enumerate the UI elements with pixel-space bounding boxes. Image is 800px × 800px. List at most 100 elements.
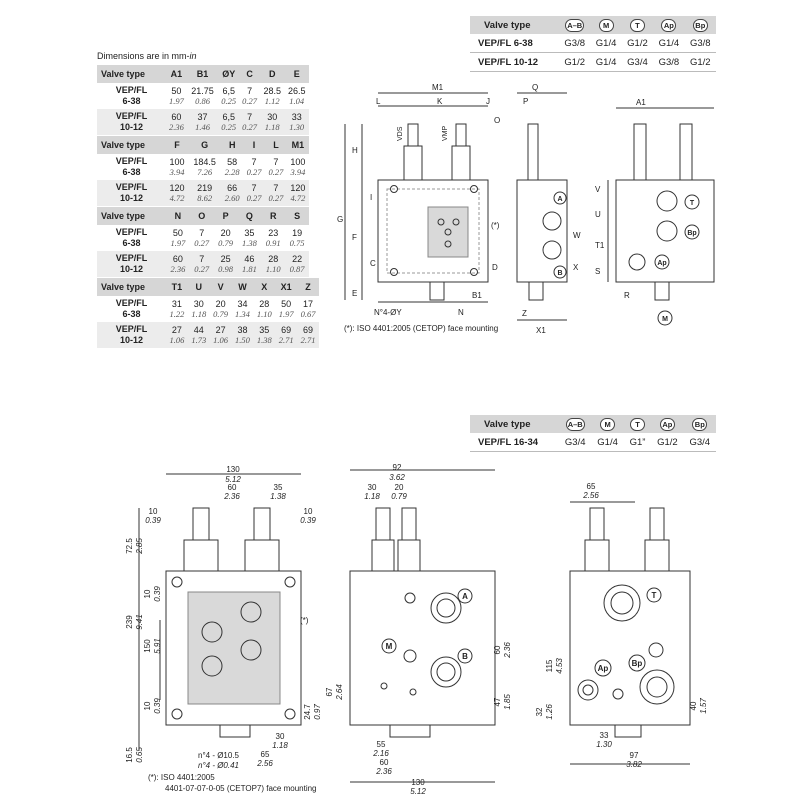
svg-text:0.39: 0.39 — [153, 698, 162, 714]
table-row: VEP/FL 10-12 G1/2 G1/4 G3/4 G3/8 G1/2 — [470, 52, 716, 72]
svg-text:10: 10 — [143, 701, 152, 710]
svg-text:X1: X1 — [536, 326, 546, 335]
svg-text:H: H — [352, 146, 358, 155]
port-table-top: Valve type A–B M T Ap Bp VEP/FL 6-38 G3/… — [470, 16, 716, 72]
svg-text:30: 30 — [368, 483, 377, 492]
port-table-header: Valve type A–B M T Ap Bp — [470, 16, 716, 34]
svg-text:2.36: 2.36 — [375, 767, 392, 776]
svg-text:R: R — [624, 291, 630, 300]
svg-text:W: W — [573, 231, 581, 240]
port-size-cell: G1/4 — [595, 37, 617, 49]
svg-text:B1: B1 — [472, 291, 482, 300]
port-size-cell: G3/8 — [564, 37, 585, 49]
svg-text:0.65: 0.65 — [135, 747, 144, 763]
valve-body-rear-large — [569, 570, 691, 726]
svg-text:A1: A1 — [636, 98, 646, 107]
svg-text:20: 20 — [395, 483, 404, 492]
svg-text:67: 67 — [325, 687, 334, 696]
svg-text:1.38: 1.38 — [270, 492, 286, 501]
svg-text:S: S — [595, 267, 600, 276]
svg-text:55: 55 — [377, 740, 386, 749]
svg-text:1.57: 1.57 — [699, 698, 708, 714]
port-size-cell: G3/8 — [653, 52, 685, 72]
svg-text:0.39: 0.39 — [153, 586, 162, 602]
svg-text:VDS: VDS — [397, 126, 404, 141]
svg-text:J: J — [486, 97, 490, 106]
svg-text:(*): (*) — [491, 221, 500, 230]
svg-text:5.12: 5.12 — [410, 787, 426, 796]
port-ap-marker-large: Ap — [598, 664, 609, 673]
svg-text:2.36: 2.36 — [223, 492, 240, 501]
svg-text:D: D — [492, 263, 498, 272]
port-bp-symbol: Bp — [692, 18, 708, 32]
svg-text:130: 130 — [226, 465, 240, 474]
port-ap-symbol: Ap — [661, 18, 677, 32]
svg-text:150: 150 — [143, 639, 152, 653]
port-size-cell: G3/4 — [621, 52, 654, 72]
svg-text:(*): (*) — [300, 616, 309, 625]
svg-text:65: 65 — [587, 482, 596, 491]
port-b-marker-large: B — [462, 652, 468, 661]
svg-text:60: 60 — [380, 758, 389, 767]
svg-text:U: U — [595, 210, 601, 219]
dimensions-note: Dimensions are in mm-in — [97, 51, 197, 61]
svg-text:5.91: 5.91 — [153, 638, 162, 654]
port-t-symbol: T — [629, 18, 645, 32]
svg-text:35: 35 — [274, 483, 283, 492]
svg-text:5.12: 5.12 — [225, 475, 241, 484]
port-m-symbol: M — [598, 18, 614, 32]
svg-text:n°4 - Ø10.5: n°4 - Ø10.5 — [198, 751, 240, 760]
port-ap-marker: Ap — [657, 260, 666, 267]
svg-text:1.26: 1.26 — [545, 704, 554, 720]
svg-text:130: 130 — [411, 778, 425, 787]
cetop7-face-area — [187, 591, 281, 705]
svg-text:0.39: 0.39 — [300, 516, 316, 525]
port-t-marker: T — [690, 200, 695, 207]
port-t-marker-large: T — [652, 591, 657, 600]
svg-text:24.7: 24.7 — [303, 704, 312, 720]
svg-text:0.97: 0.97 — [313, 704, 322, 720]
svg-text:3.82: 3.82 — [626, 760, 642, 769]
port-size-cell: G1/4 — [590, 52, 622, 72]
svg-text:10: 10 — [143, 589, 152, 598]
svg-text:N: N — [458, 308, 464, 317]
port-size-cell: G1/2 — [684, 52, 716, 72]
top-drawing-note: (*): ISO 4401:2005 (CETOP) face mounting — [344, 324, 499, 333]
svg-text:Q: Q — [532, 83, 538, 92]
port-ab-symbol: A–B — [565, 18, 585, 32]
port-a-marker-large: A — [462, 592, 468, 601]
cetop-face-area — [427, 206, 469, 258]
table-row: VEP/FL 16-34 G3/4 G1/4 G1” G1/2 G3/4 — [470, 433, 716, 452]
svg-text:O: O — [494, 116, 500, 125]
svg-text:V: V — [595, 185, 601, 194]
svg-text:E: E — [352, 289, 357, 298]
port-size-cell: G1/4 — [658, 37, 680, 49]
bottom-technical-drawing: 130 5.12 60 2.36 35 1.38 10 0.39 10 0.39… — [125, 463, 708, 796]
port-a-marker: A — [557, 196, 562, 203]
svg-text:72.5: 72.5 — [125, 538, 134, 554]
svg-text:115: 115 — [545, 659, 554, 672]
valve-type-cell: VEP/FL 6-38 — [478, 37, 533, 49]
svg-text:G: G — [337, 215, 343, 224]
svg-text:0.39: 0.39 — [145, 516, 161, 525]
svg-text:1.85: 1.85 — [503, 694, 512, 710]
svg-text:1.30: 1.30 — [596, 740, 612, 749]
svg-text:239: 239 — [125, 615, 134, 629]
port-size-cell: G1/2 — [627, 37, 648, 49]
svg-text:30: 30 — [276, 732, 285, 741]
svg-text:32: 32 — [535, 707, 544, 716]
svg-text:2.64: 2.64 — [335, 684, 344, 701]
svg-text:40: 40 — [689, 701, 698, 710]
svg-text:T1: T1 — [595, 241, 605, 250]
svg-text:VMP: VMP — [442, 126, 449, 142]
svg-text:97: 97 — [630, 751, 639, 760]
svg-text:2.36: 2.36 — [503, 642, 512, 659]
port-m-marker-large: M — [386, 642, 393, 651]
svg-text:65: 65 — [261, 750, 270, 759]
svg-text:X: X — [573, 263, 579, 272]
